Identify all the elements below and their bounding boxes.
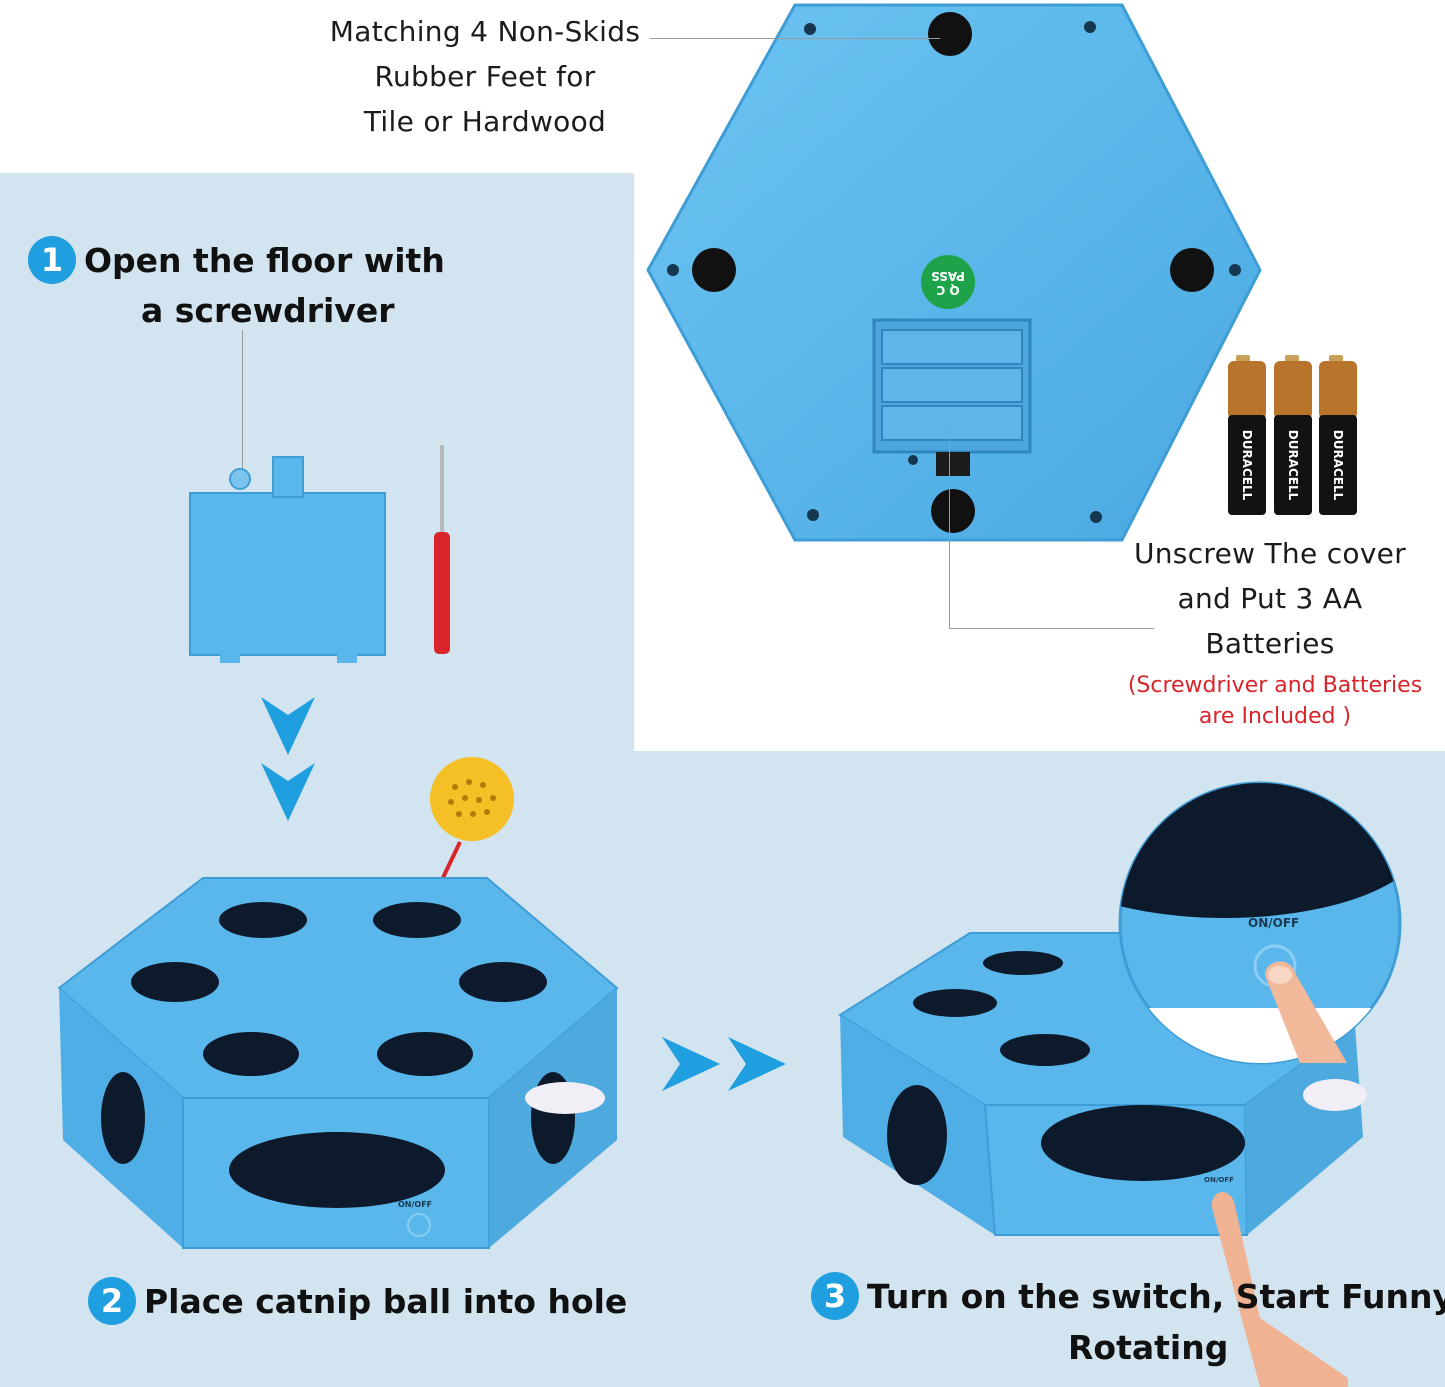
finger-illustration [1265, 961, 1347, 1063]
onoff-label-zoomed: ON/OFF [1248, 916, 1300, 930]
zoom-magnifier [1118, 781, 1402, 1065]
step1-line: Open the floor with [84, 241, 445, 280]
step1-badge: 1 [28, 235, 76, 284]
note-line: (Screwdriver and Batteries [1127, 673, 1423, 698]
callout-line: Tile or Hardwood [363, 105, 607, 138]
chevron-down-icon [261, 697, 315, 821]
step2-line: Place catnip ball into hole [144, 1282, 628, 1321]
step3-line: Rotating [1068, 1328, 1229, 1367]
pass-label: PASS [931, 269, 965, 283]
callout-line: Rubber Feet for [374, 60, 596, 93]
battery-brand-label: DURACELL [1286, 429, 1300, 501]
battery-brand-label: DURACELL [1331, 429, 1345, 501]
included-note: (Screwdriver and Batteries are Included … [1120, 670, 1430, 732]
step1-leader [242, 330, 243, 480]
callout-line: Matching 4 Non-Skids [329, 15, 641, 48]
toy-bottom-illustration [646, 3, 1262, 542]
callout-line: Unscrew The cover [1133, 537, 1407, 570]
battery-cover-illustration [189, 456, 386, 663]
toy-top-illustration [57, 877, 619, 1249]
qc-label: Q C [936, 283, 960, 297]
note-line: are Included ) [1198, 704, 1352, 729]
onoff-label: ON/OFF [1204, 1176, 1234, 1184]
step1-heading-line2: a screwdriver [141, 285, 394, 336]
step3-heading-line2: Rotating [1068, 1322, 1228, 1373]
battery-brand-label: DURACELL [1240, 429, 1254, 501]
qc-pass-sticker: Q C PASS [921, 255, 975, 309]
batteries-illustration [1228, 355, 1357, 515]
onoff-label: ON/OFF [398, 1200, 433, 1209]
step2-badge: 2 [88, 1276, 136, 1325]
battery-leader-vertical [949, 425, 950, 628]
rubber-feet-leader [650, 38, 940, 39]
step1-panel [0, 173, 634, 753]
battery-callout: Unscrew The cover and Put 3 AA Batteries [1115, 531, 1425, 666]
screwdriver-illustration [434, 445, 450, 654]
rubber-feet-callout: Matching 4 Non-Skids Rubber Feet for Til… [300, 9, 670, 144]
chevron-right-icon [662, 1037, 786, 1091]
step1-line: a screwdriver [141, 291, 395, 330]
step3-badge: 3 [811, 1271, 859, 1320]
step3-line: Turn on the switch, Start Funny [867, 1277, 1445, 1316]
battery-leader-horizontal [949, 628, 1154, 629]
callout-line: and Put 3 AA [1177, 582, 1363, 615]
finger-illustration [1211, 1191, 1348, 1387]
callout-line: Batteries [1205, 627, 1335, 660]
